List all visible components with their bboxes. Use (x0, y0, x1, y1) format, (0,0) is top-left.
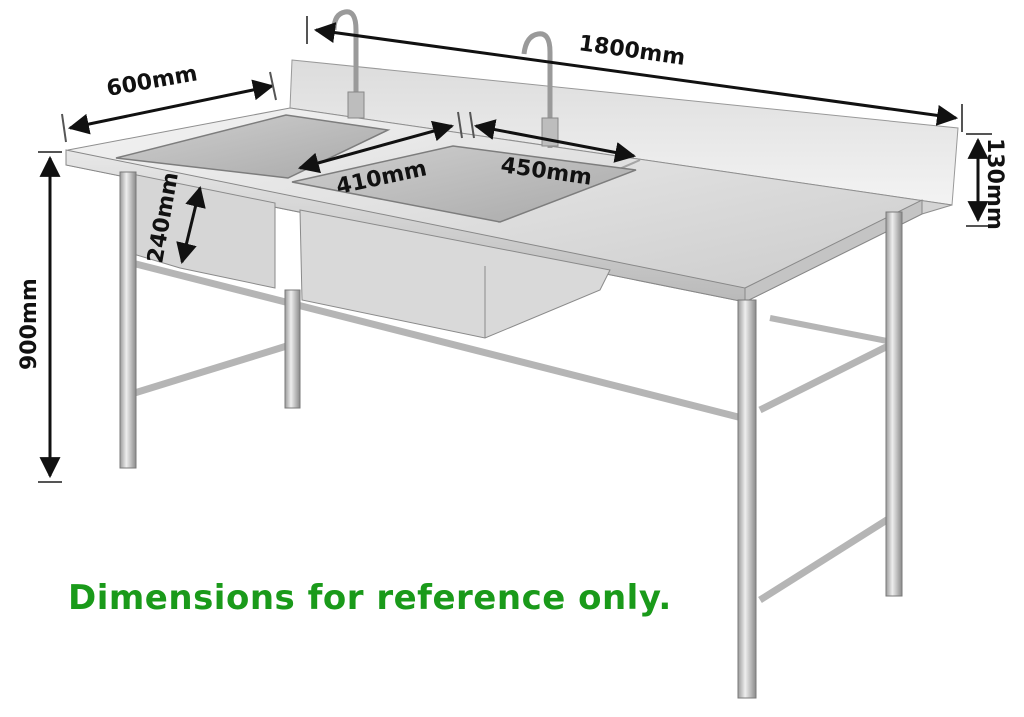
dim-bowl-width-line (297, 120, 455, 174)
right-bowl-basin (299, 209, 611, 339)
right-edge (744, 199, 923, 303)
leg-front-left (119, 171, 137, 469)
dimension-lines (38, 16, 992, 483)
dim-depth-line (67, 79, 275, 135)
rail (758, 515, 892, 603)
disclaimer-caption: Dimensions for reference only. (68, 578, 672, 618)
dim-bowl-depth-line (176, 185, 206, 265)
leg-back-left (284, 289, 301, 409)
rail (126, 341, 292, 399)
rail (769, 315, 893, 345)
dim-total-length-line (313, 22, 959, 126)
leg-front-right (737, 299, 757, 699)
dim-bowl-length-line (473, 119, 637, 163)
rail (758, 341, 892, 414)
frame (119, 171, 903, 699)
label-height: 900mm (17, 278, 42, 370)
label-total-length: 1800mm (577, 31, 687, 71)
leg-back-right (885, 211, 903, 597)
rail (127, 258, 751, 424)
label-depth: 600mm (105, 61, 200, 102)
label-backsplash: 130mm (982, 138, 1007, 230)
